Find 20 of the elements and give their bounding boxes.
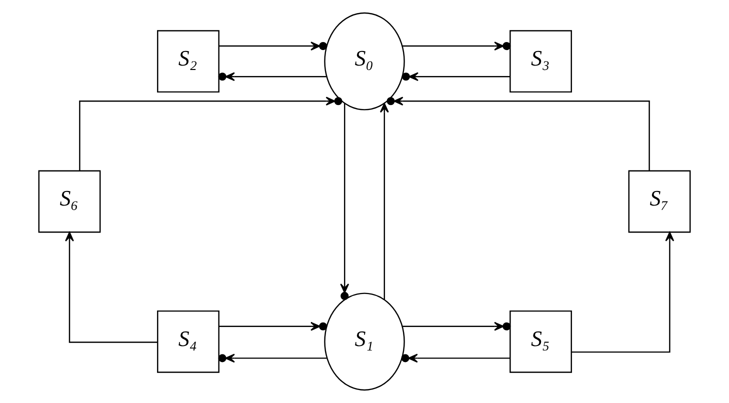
node-box: S₃ (510, 30, 572, 93)
node-box: S₇ (628, 170, 691, 233)
node-box: S₂ (157, 30, 220, 93)
arrow (402, 42, 511, 51)
node-box: S₅ (510, 310, 572, 373)
arrow (218, 72, 327, 82)
arrow (572, 232, 674, 353)
arrow (218, 354, 327, 363)
arrow (218, 322, 328, 331)
arrow (218, 42, 328, 51)
arrow (380, 102, 389, 300)
arrow (79, 96, 342, 171)
arrow (401, 354, 510, 363)
arrow (65, 232, 158, 343)
arrow (402, 72, 510, 82)
node-box: S₄ (157, 310, 220, 373)
arrow (402, 322, 511, 331)
arrow (340, 103, 350, 300)
node-box: S₆ (38, 170, 101, 233)
arrow (386, 96, 650, 171)
